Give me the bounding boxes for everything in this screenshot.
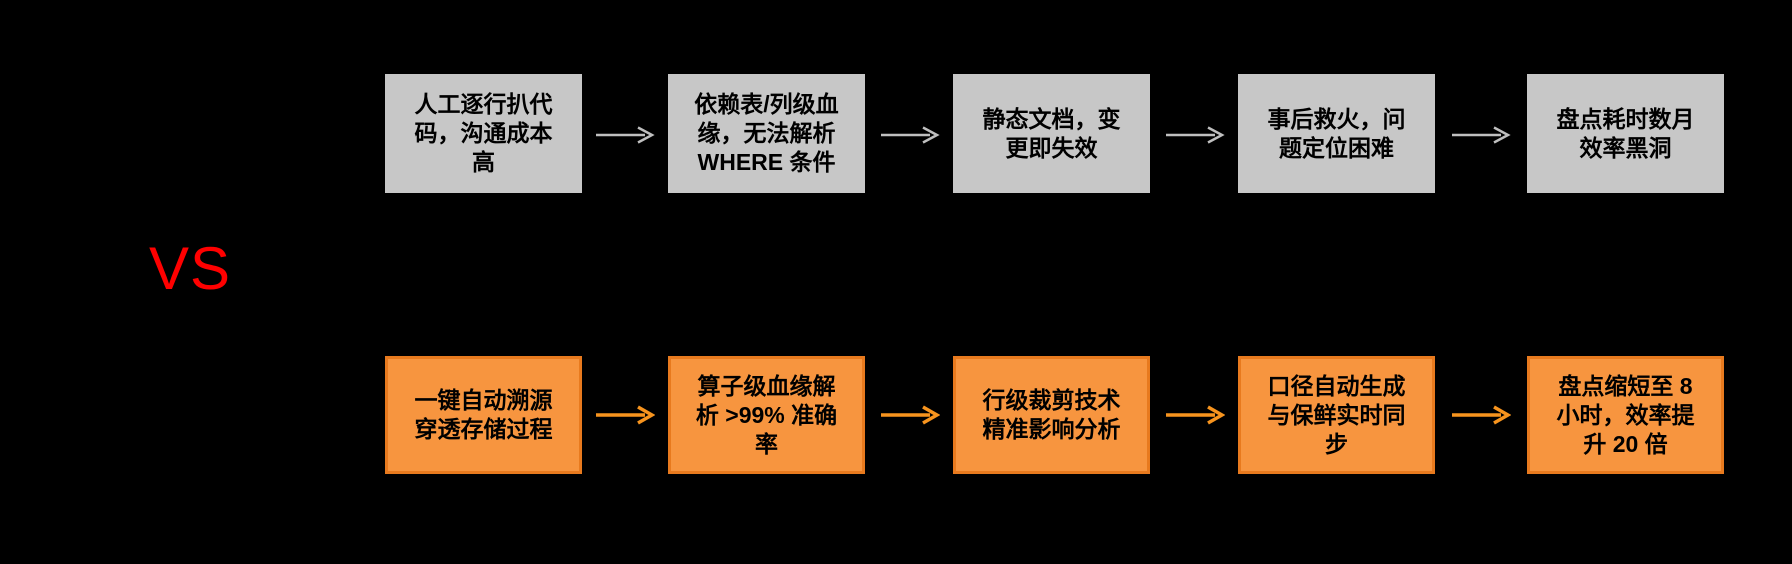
flow-arrow-icon [596,126,655,144]
automated-step-1-text: 一键自动溯源 穿透存储过程 [414,387,553,442]
flow-arrow-icon [881,405,940,425]
automated-step-2-text: 算子级血缘解析 >99% 准确率 [695,372,838,457]
automated-step-3-box: 行级裁剪技术 精准影响分析 [953,356,1150,474]
vs-label: VS [148,235,232,302]
traditional-step-3-text: 静态文档，变更即失效 [982,105,1121,161]
flow-arrow-icon [1166,126,1225,144]
traditional-step-4-box: 事后救火，问题定位困难 [1238,74,1435,193]
flow-arrow-icon [596,405,655,425]
traditional-step-2-text: 依赖表/列级血缘，无法解析 WHERE 条件 [694,91,839,175]
flow-arrow-icon [1452,126,1511,144]
automated-step-5-text: 盘点缩短至 8 小时，效率提升 20 倍 [1556,372,1695,457]
traditional-step-5-text: 盘点耗时数月 效率黑洞 [1556,105,1695,161]
flow-arrow-icon [1166,405,1225,425]
flow-arrow-icon [1452,405,1511,425]
automated-step-4-box: 口径自动生成 与保鲜实时同步 [1238,356,1435,474]
automated-step-5-box: 盘点缩短至 8 小时，效率提升 20 倍 [1527,356,1724,474]
automated-step-2-box: 算子级血缘解析 >99% 准确率 [668,356,865,474]
automated-step-3-text: 行级裁剪技术 精准影响分析 [982,387,1121,442]
traditional-step-1-box: 人工逐行扒代码，沟通成本高 [385,74,582,193]
flow-arrow-icon [881,126,940,144]
traditional-step-1-text: 人工逐行扒代码，沟通成本高 [414,91,553,175]
traditional-step-3-box: 静态文档，变更即失效 [953,74,1150,193]
automated-step-4-text: 口径自动生成 与保鲜实时同步 [1267,372,1406,457]
traditional-step-5-box: 盘点耗时数月 效率黑洞 [1527,74,1724,193]
traditional-step-4-text: 事后救火，问题定位困难 [1267,105,1406,161]
automated-step-1-box: 一键自动溯源 穿透存储过程 [385,356,582,474]
traditional-step-2-box: 依赖表/列级血缘，无法解析 WHERE 条件 [668,74,865,193]
